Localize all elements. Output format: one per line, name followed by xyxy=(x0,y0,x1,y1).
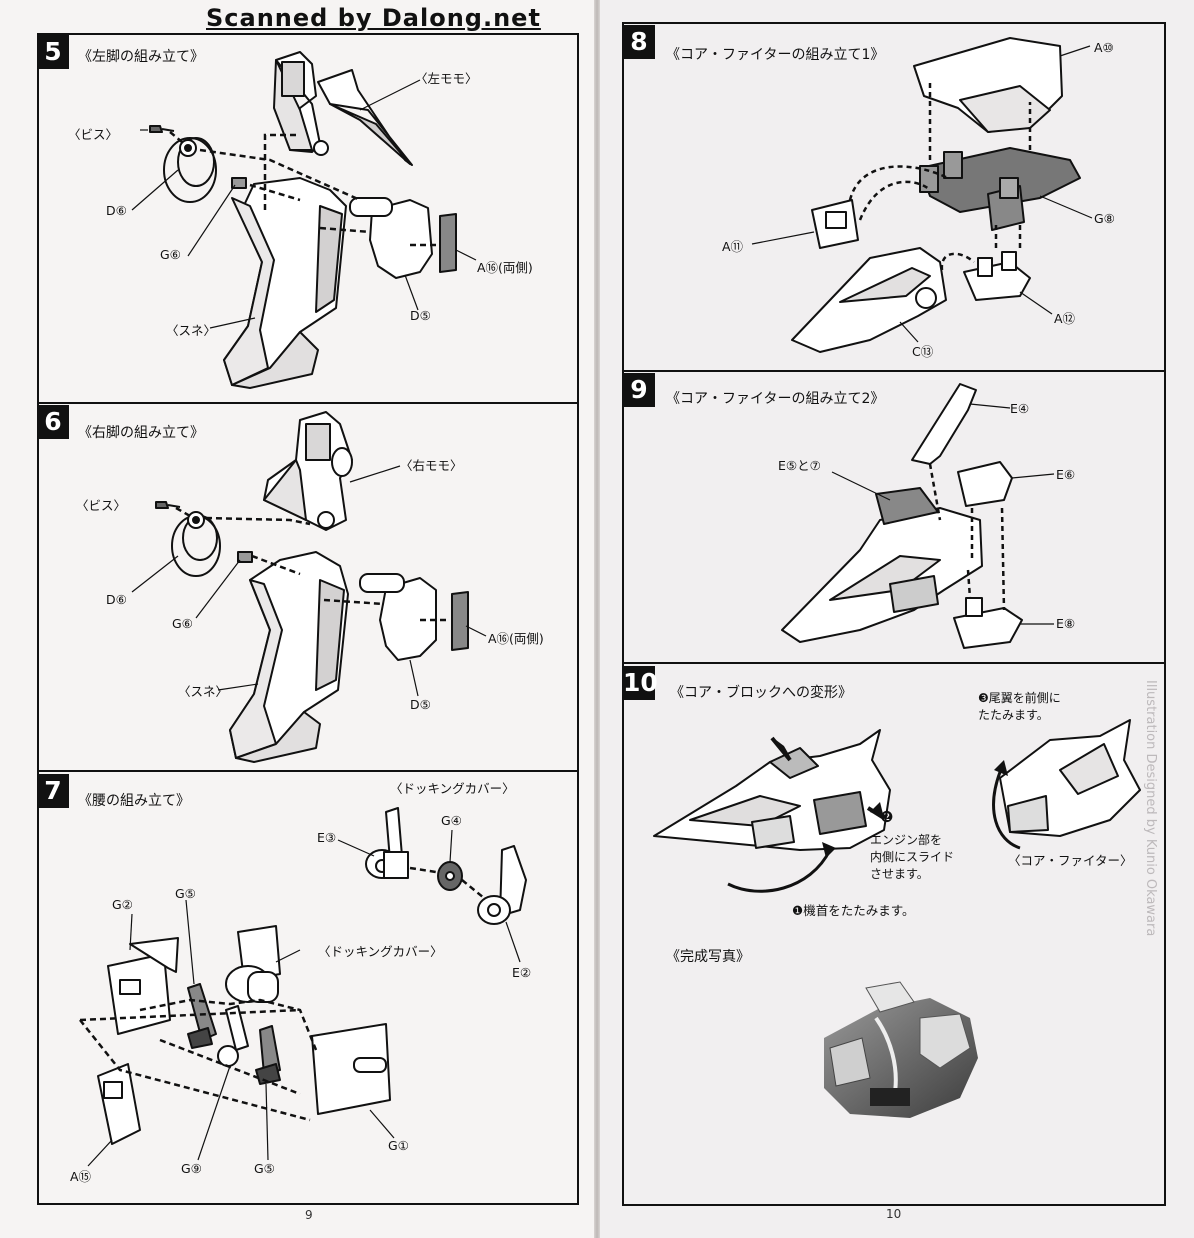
label-part-g5: G⑤ xyxy=(254,1161,275,1176)
label-part-a15: A⑮ xyxy=(70,1169,92,1184)
label-part-g6: G⑥ xyxy=(160,247,181,262)
step-number-badge: 9 xyxy=(623,373,655,407)
label-part-e2: E② xyxy=(512,965,532,980)
label-part-g6: G⑥ xyxy=(172,616,193,631)
label-part-a16: A⑯(両側) xyxy=(477,260,533,275)
instruction-fold-nose: ❶機首をたたみます。 xyxy=(792,903,915,918)
label-docking-cover: 〈ドッキングカバー〉 xyxy=(390,781,515,796)
label-part-d6: D⑥ xyxy=(106,592,127,607)
label-part-e5-e7: E⑤と⑦ xyxy=(778,458,821,473)
completed-model-photo xyxy=(824,981,978,1118)
step-number-badge: 5 xyxy=(37,35,69,69)
book-spine xyxy=(594,0,600,1238)
step-title: 《左脚の組み立て》 xyxy=(78,49,204,65)
label-core-fighter: 〈コア・ファイター〉 xyxy=(1008,853,1133,868)
step-title: 《コア・ブロックへの変形》 xyxy=(670,685,852,701)
divider-step8-step9 xyxy=(622,370,1166,372)
step-title: 《コア・ファイターの組み立て1》 xyxy=(666,47,885,63)
label-docking-cover: 〈ドッキングカバー〉 xyxy=(318,944,443,959)
label-part-a10: A⑩ xyxy=(1094,40,1114,55)
label-part-g1: G① xyxy=(388,1138,409,1153)
label-part-a12: A⑫ xyxy=(1054,311,1076,326)
instruction-marker-2: ❷ xyxy=(880,808,894,826)
divider-step5-step6 xyxy=(37,402,579,404)
label-part-g9: G⑨ xyxy=(181,1161,202,1176)
label-part-g8: G⑧ xyxy=(1094,211,1115,226)
step-title: 《右脚の組み立て》 xyxy=(78,425,204,441)
instruction-fold-tail: ❸尾翼を前側に たたみます。 xyxy=(978,691,1061,722)
label-screw: 〈ビス〉 xyxy=(76,498,127,513)
step-title: 《コア・ファイターの組み立て2》 xyxy=(666,391,885,407)
step-number-badge: 8 xyxy=(623,25,655,59)
label-part-d5: D⑤ xyxy=(410,308,431,323)
label-shin: 〈スネ〉 xyxy=(166,323,217,338)
label-right-thigh: 〈右モモ〉 xyxy=(400,458,463,473)
label-part-e4: E④ xyxy=(1010,401,1030,416)
label-part-a16: A⑯(両側) xyxy=(488,631,544,646)
label-part-e6: E⑥ xyxy=(1056,467,1076,482)
page-number: 9 xyxy=(305,1208,313,1222)
label-part-c13: C⑬ xyxy=(912,344,934,359)
divider-step6-step7 xyxy=(37,770,579,772)
instruction-slide-engine: エンジン部を 内側にスライド させます。 xyxy=(870,833,955,881)
step-number-badge: 7 xyxy=(37,774,69,808)
divider-step9-step10 xyxy=(622,662,1166,664)
label-part-e3: E③ xyxy=(317,830,337,845)
label-part-d6: D⑥ xyxy=(106,203,127,218)
label-left-thigh: 〈左モモ〉 xyxy=(415,71,478,86)
scan-banner: Scanned by Dalong.net xyxy=(206,4,541,32)
label-shin: 〈スネ〉 xyxy=(178,684,229,699)
photo-caption: 《完成写真》 xyxy=(666,949,750,965)
right-instruction-frame xyxy=(622,22,1166,1206)
step-number-badge: 10 xyxy=(623,666,658,700)
label-part-g2: G② xyxy=(112,897,133,912)
credit-text: Illustration Designed by Kunio Okawara xyxy=(1143,680,1158,937)
page-number: 10 xyxy=(886,1207,902,1221)
label-part-a11: A⑪ xyxy=(722,239,744,254)
step-title: 《腰の組み立て》 xyxy=(78,793,190,809)
label-screw: 〈ビス〉 xyxy=(68,127,119,142)
label-part-g4: G④ xyxy=(441,813,462,828)
step-number-badge: 6 xyxy=(37,405,69,439)
label-part-d5: D⑤ xyxy=(410,697,431,712)
label-part-g5: G⑤ xyxy=(175,886,196,901)
label-part-e8: E⑧ xyxy=(1056,616,1076,631)
left-instruction-frame xyxy=(37,33,579,1205)
vertical-credit-text: Illustration Designed by Kunio Okawara xyxy=(1128,680,1168,1180)
